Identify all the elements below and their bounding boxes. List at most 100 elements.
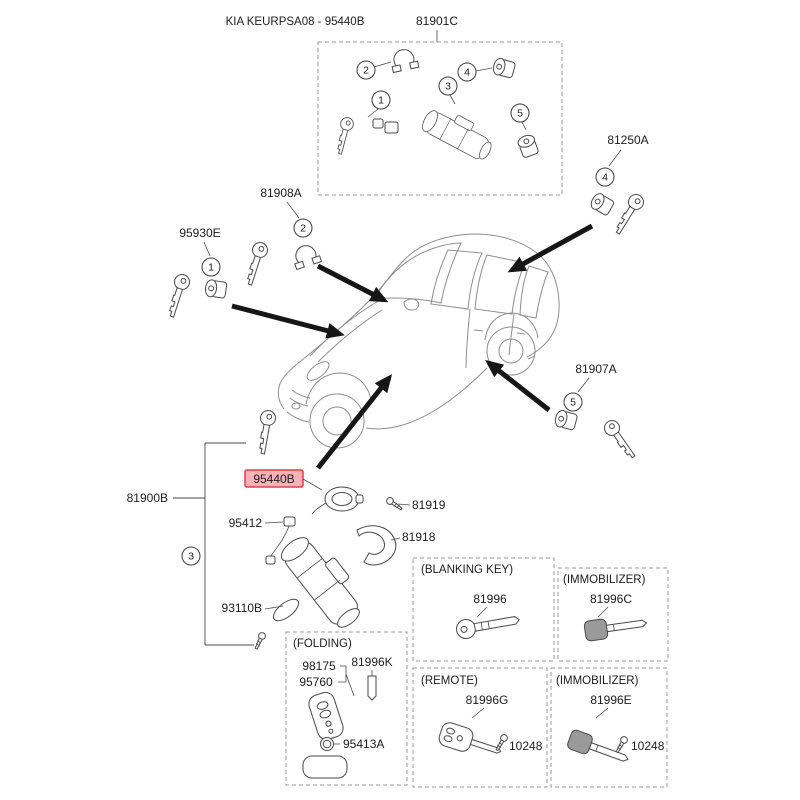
part-label-98175[interactable]: 98175 bbox=[302, 659, 336, 673]
lock-part bbox=[553, 408, 579, 432]
callout-3: 3 bbox=[438, 76, 458, 96]
arrow-81908A-to-car bbox=[316, 263, 389, 303]
leader bbox=[449, 94, 456, 105]
key-part bbox=[601, 417, 640, 463]
part-label-81996C[interactable]: 81996C bbox=[590, 592, 632, 606]
group-95930E: 95930E 1 bbox=[163, 226, 228, 320]
blank-key-part bbox=[454, 609, 522, 641]
leader bbox=[302, 478, 323, 491]
part-label-81901C[interactable]: 81901C bbox=[416, 14, 458, 28]
remote-key-part bbox=[436, 720, 505, 764]
screw-part bbox=[493, 732, 510, 753]
part-label-81996K[interactable]: 81996K bbox=[351, 655, 392, 669]
immobilizer-e-box bbox=[550, 667, 668, 788]
panel-folding: (FOLDING) 98175 95760 81996K 95413A bbox=[285, 631, 408, 786]
battery-part-inner bbox=[322, 739, 332, 749]
svg-text:3: 3 bbox=[188, 551, 194, 563]
leader bbox=[390, 537, 401, 541]
clamp-part bbox=[388, 46, 420, 73]
car-illustration bbox=[277, 233, 560, 449]
part-label-81900B[interactable]: 81900B bbox=[127, 491, 168, 505]
immobilizer-key-part bbox=[583, 612, 649, 642]
key-blade-part bbox=[367, 675, 377, 701]
connector-part bbox=[265, 555, 276, 565]
ignition-key-part bbox=[253, 408, 278, 456]
callout-4: 4 bbox=[457, 62, 477, 82]
group-81907A: 81907A 5 bbox=[553, 362, 640, 463]
svg-text:5: 5 bbox=[570, 397, 576, 409]
connector-part bbox=[384, 121, 399, 134]
leader bbox=[476, 606, 488, 618]
leader bbox=[397, 503, 411, 506]
folding-title: (FOLDING) bbox=[293, 638, 352, 650]
lock-body-collar bbox=[272, 598, 300, 622]
svg-text:3: 3 bbox=[445, 81, 451, 93]
leader bbox=[597, 606, 609, 618]
panel-immobilizer-c: (IMMOBILIZER) 81996C bbox=[557, 567, 669, 662]
group-81250A: 81250A 4 bbox=[588, 133, 649, 238]
immobilizer-c-box bbox=[557, 567, 669, 662]
key-part bbox=[241, 240, 270, 288]
immobilizer-antenna-part bbox=[311, 486, 364, 515]
connector-part bbox=[283, 516, 296, 527]
part-label-81918[interactable]: 81918 bbox=[402, 530, 436, 544]
panel-immobilizer-e: (IMMOBILIZER) 81996E 10248 bbox=[550, 667, 668, 788]
svg-text:4: 4 bbox=[602, 172, 608, 184]
lock-part bbox=[515, 132, 540, 159]
lock-cylinder-part bbox=[491, 56, 517, 80]
clamp-part bbox=[289, 241, 322, 271]
part-label-81907A[interactable]: 81907A bbox=[575, 362, 616, 376]
part-label-81996G[interactable]: 81996G bbox=[466, 693, 509, 707]
part-label-95930E[interactable]: 95930E bbox=[179, 226, 220, 240]
screw-part bbox=[613, 734, 630, 755]
immobilizer-key-part bbox=[565, 728, 632, 770]
immobilizer-e-title: (IMMOBILIZER) bbox=[556, 675, 639, 687]
part-label-10248-remote[interactable]: 10248 bbox=[509, 739, 543, 753]
panel-remote: (REMOTE) 81996G 10248 bbox=[412, 667, 548, 788]
key-part bbox=[163, 272, 192, 320]
lock-part bbox=[588, 190, 616, 217]
leader bbox=[475, 67, 493, 72]
assembly-box-81901C bbox=[317, 41, 563, 196]
part-label-81250A[interactable]: 81250A bbox=[607, 133, 648, 147]
arrow-81907A-to-car bbox=[485, 359, 551, 412]
svg-text:2: 2 bbox=[300, 223, 306, 235]
svg-text:1: 1 bbox=[378, 95, 384, 107]
highlight-box-95440B[interactable] bbox=[244, 469, 304, 488]
svg-text:5: 5 bbox=[517, 108, 523, 120]
part-label-95760[interactable]: 95760 bbox=[299, 675, 333, 689]
group-81908A: 81908A 2 bbox=[241, 186, 322, 288]
group-81901C: 81901C 2 4 1 3 5 bbox=[317, 14, 563, 196]
part-label-81996E[interactable]: 81996E bbox=[590, 693, 631, 707]
wire bbox=[270, 525, 290, 557]
location-arrows bbox=[231, 223, 594, 470]
callout-5: 5 bbox=[563, 392, 583, 412]
callout-4: 4 bbox=[595, 167, 615, 187]
blanking-box bbox=[412, 557, 555, 662]
remote-title: (REMOTE) bbox=[421, 675, 478, 687]
leader bbox=[264, 521, 284, 524]
arrow-lockset-to-car bbox=[316, 374, 393, 470]
ignition-barrel-part bbox=[419, 101, 499, 164]
part-label-81996[interactable]: 81996 bbox=[473, 592, 507, 606]
callout-2: 2 bbox=[293, 218, 313, 238]
leader bbox=[608, 149, 622, 167]
callout-1: 1 bbox=[201, 257, 221, 277]
part-label-93110B[interactable]: 93110B bbox=[222, 601, 262, 615]
leader bbox=[286, 201, 300, 219]
leader bbox=[577, 377, 590, 393]
part-label-81919[interactable]: 81919 bbox=[412, 498, 446, 512]
part-label-10248-immobilizer[interactable]: 10248 bbox=[631, 739, 665, 753]
part-label-95413A[interactable]: 95413A bbox=[343, 737, 384, 751]
callout-2: 2 bbox=[356, 60, 376, 80]
svg-text:1: 1 bbox=[208, 262, 214, 274]
blanking-title: (BLANKING KEY) bbox=[421, 564, 513, 576]
part-label-95440B-highlighted[interactable]: 95440B bbox=[253, 472, 294, 486]
key-part bbox=[610, 191, 647, 238]
callout-1: 1 bbox=[371, 90, 391, 110]
part-label-95412[interactable]: 95412 bbox=[229, 516, 263, 530]
leader bbox=[471, 707, 485, 719]
part-label-81908A[interactable]: 81908A bbox=[260, 186, 301, 200]
